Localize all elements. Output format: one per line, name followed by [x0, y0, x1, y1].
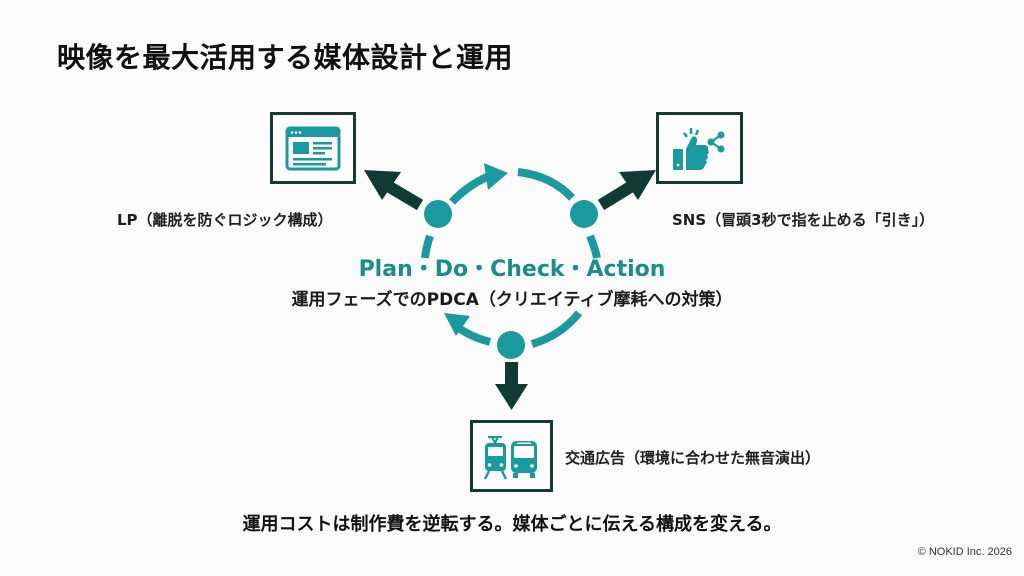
pdca-subtitle: 運用フェーズでのPDCA（クリエイティブ摩耗への対策）	[291, 290, 733, 310]
cycle-arc-left	[421, 234, 434, 259]
page-title: 映像を最大活用する媒体設計と運用	[57, 41, 514, 74]
cycle-arrowhead-top	[484, 163, 508, 190]
lp-icon-box	[270, 112, 356, 184]
web-page-icon	[285, 126, 341, 171]
arrow-to-lp	[364, 170, 424, 211]
cycle-arrowhead-bottom	[444, 313, 470, 336]
cycle-arc-right	[586, 234, 601, 259]
cycle-node-bottom	[497, 331, 525, 359]
lp-label: LP（離脱を防ぐロジック構成）	[117, 211, 333, 229]
cycle-arc-bottom-right	[530, 310, 583, 348]
train-bus-icon	[483, 436, 537, 480]
sns-icon-box	[656, 112, 743, 184]
cycle-node-right	[570, 200, 598, 228]
thumbs-up-share-icon	[673, 128, 725, 170]
copyright: © NOKID Inc. 2026	[917, 546, 1012, 558]
transit-label: 交通広告（環境に合わせた無音演出）	[565, 449, 821, 467]
cycle-node-left	[424, 200, 452, 228]
transit-icon-box	[470, 420, 553, 492]
cycle-arc-top-right	[517, 168, 575, 201]
sns-label: SNS（冒頭3秒で指を止める「引き」）	[672, 211, 935, 229]
summary-text: 運用コストは制作費を逆転する。媒体ごとに伝える構成を変える。	[242, 514, 782, 535]
arrow-to-sns	[597, 170, 656, 211]
arrow-to-transit	[495, 362, 528, 410]
pdca-title: Plan・Do・Check・Action	[358, 257, 666, 282]
